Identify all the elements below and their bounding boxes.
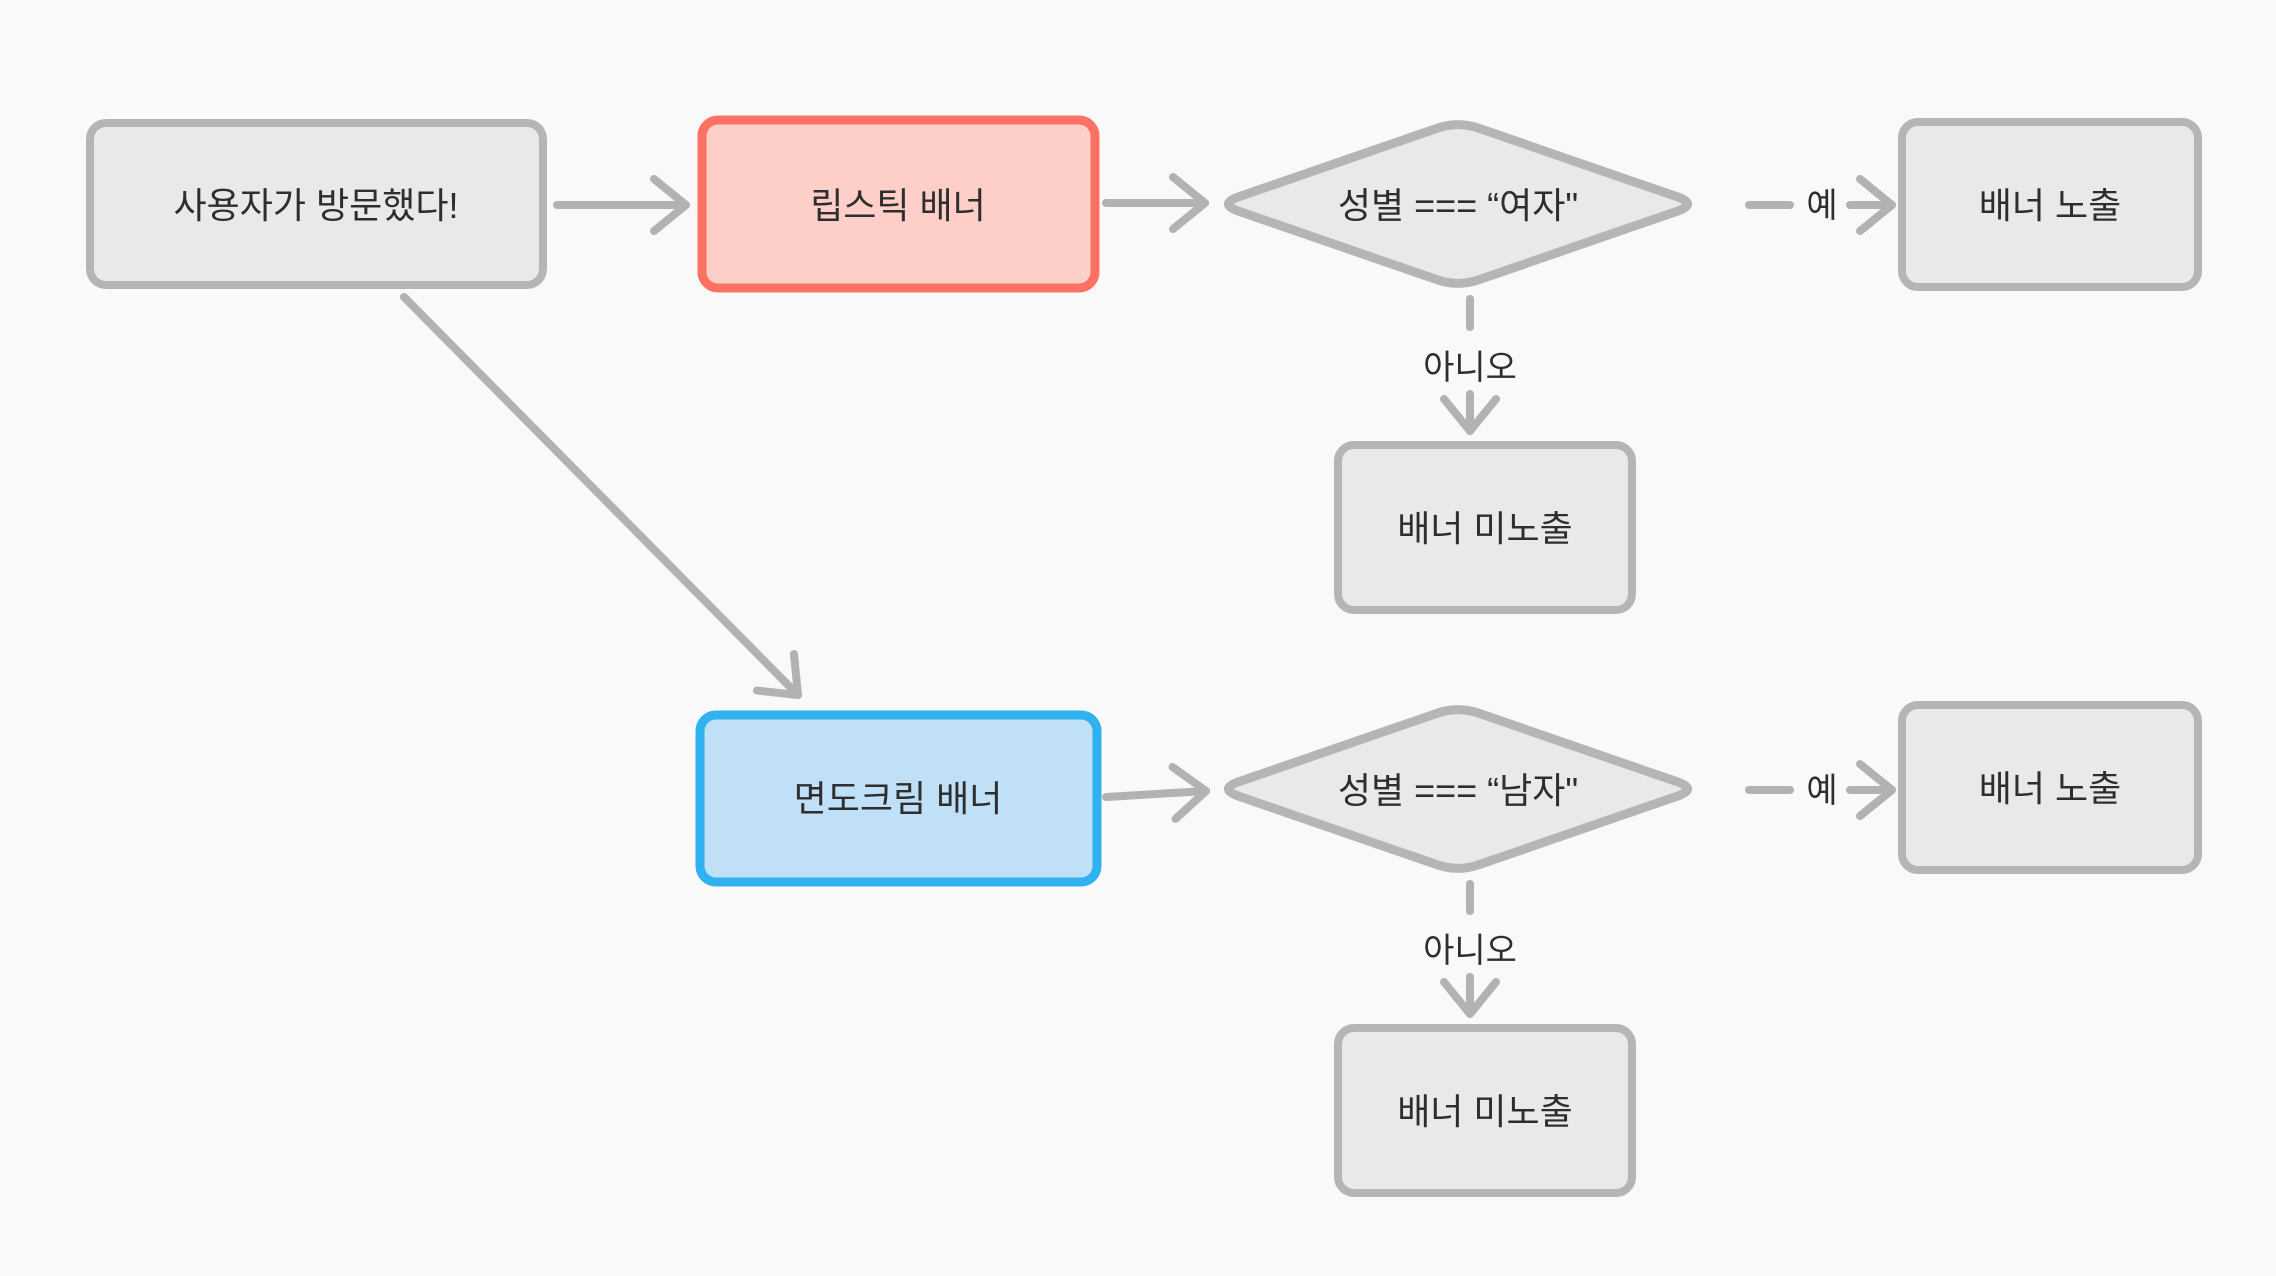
node-banner-hidden-top xyxy=(1334,441,1636,614)
edge-start-to-shaving xyxy=(400,293,802,699)
node-shaving-cream-banner-label: 면도크림 배너 xyxy=(794,778,1003,819)
node-banner-hidden-bottom xyxy=(1334,1024,1636,1197)
edge-shaving-to-male-check xyxy=(1102,762,1210,823)
node-decision-gender-female xyxy=(1223,120,1693,288)
edge-label-no-top: 아니오 xyxy=(1423,349,1517,387)
node-decision-gender-male xyxy=(1223,705,1693,873)
node-lipstick-banner-label: 립스틱 배너 xyxy=(810,185,986,226)
edges-group xyxy=(400,173,1896,1018)
node-banner-shown-bottom-label: 배너 노출 xyxy=(1979,768,2121,809)
node-start xyxy=(86,119,547,289)
edge-label-no-bottom: 아니오 xyxy=(1423,932,1517,970)
node-start-label: 사용자가 방문했다! xyxy=(174,185,459,226)
node-decision-gender-female-label: 성별 === “여자" xyxy=(1338,185,1578,226)
edge-label-yes-bottom: 예 xyxy=(1806,772,1837,810)
node-banner-shown-top-label: 배너 노출 xyxy=(1979,185,2121,226)
node-lipstick-banner xyxy=(697,115,1100,293)
node-banner-shown-bottom xyxy=(1898,701,2202,874)
edge-label-yes-top: 예 xyxy=(1806,187,1837,225)
node-banner-hidden-bottom-label: 배너 미노출 xyxy=(1397,1091,1573,1132)
node-banner-shown-top xyxy=(1898,118,2202,291)
node-banner-hidden-top-label: 배너 미노출 xyxy=(1397,508,1573,549)
node-decision-gender-male-label: 성별 === “남자" xyxy=(1338,770,1578,811)
node-shaving-cream-banner xyxy=(695,710,1102,887)
